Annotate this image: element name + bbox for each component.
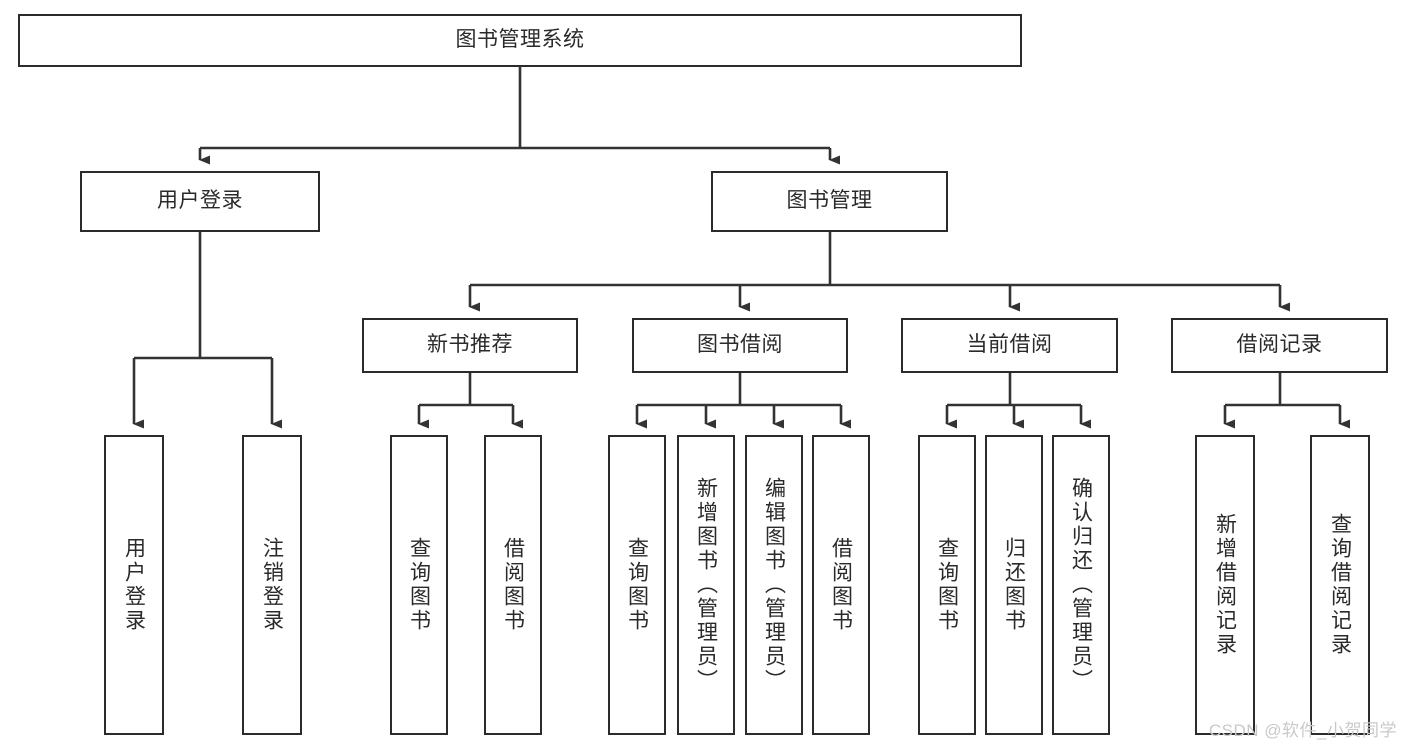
node-l1[interactable]: 用户登录 xyxy=(104,435,164,735)
node-label: 注销登录 xyxy=(260,537,284,633)
node-label: 新书推荐 xyxy=(427,333,513,357)
node-l11[interactable]: 确认归还（管理员） xyxy=(1052,435,1110,735)
node-l3[interactable]: 查询图书 xyxy=(390,435,448,735)
node-label: 查询图书 xyxy=(935,537,959,633)
node-label: 确认归还（管理员） xyxy=(1069,477,1093,693)
node-label: 借阅记录 xyxy=(1236,333,1323,357)
node-l2[interactable]: 注销登录 xyxy=(242,435,302,735)
node-l8[interactable]: 借阅图书 xyxy=(812,435,870,735)
node-l7[interactable]: 编辑图书（管理员） xyxy=(745,435,803,735)
node-records[interactable]: 借阅记录 xyxy=(1171,318,1388,373)
node-borrow[interactable]: 图书借阅 xyxy=(632,318,848,373)
node-l4[interactable]: 借阅图书 xyxy=(484,435,542,735)
watermark: CSDN @软件_小贺同学 xyxy=(1208,721,1397,740)
node-label: 用户登录 xyxy=(122,537,146,633)
node-current[interactable]: 当前借阅 xyxy=(901,318,1118,373)
node-label: 新增图书（管理员） xyxy=(694,477,718,693)
node-login[interactable]: 用户登录 xyxy=(80,171,320,232)
node-label: 图书借阅 xyxy=(697,333,783,357)
node-label: 用户登录 xyxy=(157,189,243,213)
node-newrec[interactable]: 新书推荐 xyxy=(362,318,578,373)
node-l10[interactable]: 归还图书 xyxy=(985,435,1043,735)
node-l12[interactable]: 新增借阅记录 xyxy=(1195,435,1255,735)
node-label: 编辑图书（管理员） xyxy=(762,477,786,693)
node-label: 图书管理 xyxy=(786,189,873,213)
node-label: 查询图书 xyxy=(625,537,649,633)
node-label: 当前借阅 xyxy=(966,333,1053,357)
node-label: 图书管理系统 xyxy=(455,28,585,52)
node-label: 查询图书 xyxy=(407,537,431,633)
node-label: 新增借阅记录 xyxy=(1213,513,1237,657)
node-bookmgmt[interactable]: 图书管理 xyxy=(711,171,948,232)
node-root[interactable]: 图书管理系统 xyxy=(18,14,1022,67)
node-l6[interactable]: 新增图书（管理员） xyxy=(677,435,735,735)
node-label: 借阅图书 xyxy=(829,537,853,633)
node-label: 查询借阅记录 xyxy=(1328,513,1352,657)
node-label: 借阅图书 xyxy=(501,537,525,633)
node-l13[interactable]: 查询借阅记录 xyxy=(1310,435,1370,735)
node-label: 归还图书 xyxy=(1002,537,1026,633)
node-l5[interactable]: 查询图书 xyxy=(608,435,666,735)
node-l9[interactable]: 查询图书 xyxy=(918,435,976,735)
